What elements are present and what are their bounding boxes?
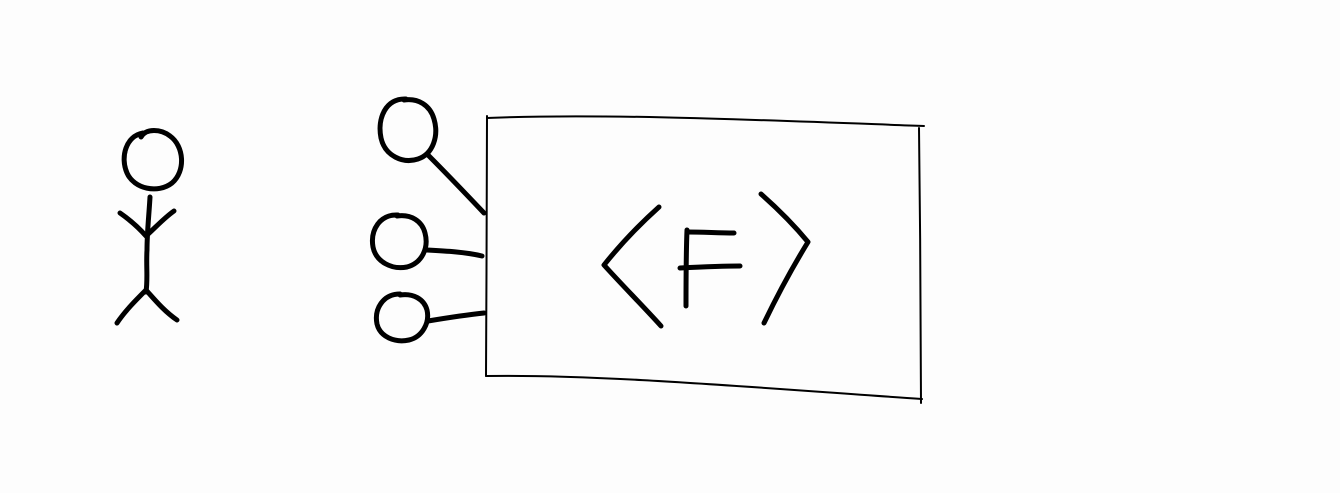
actor-head	[121, 128, 184, 192]
letter-f-top-bar	[684, 229, 737, 236]
port-circle-top	[377, 96, 439, 163]
port-stem-bottom	[425, 310, 487, 324]
actor-body	[143, 194, 153, 295]
actor-legs	[114, 287, 180, 326]
actor-arms	[117, 208, 177, 239]
box-top-edge	[486, 115, 925, 127]
port-circle-bottom	[373, 291, 431, 344]
box-left-edge	[485, 115, 488, 377]
letter-f-middle-bar	[677, 263, 743, 271]
port-circle-middle	[369, 212, 429, 271]
box-bottom-edge	[485, 374, 923, 400]
lollipop-port-middle	[369, 212, 485, 271]
port-stem-middle	[423, 247, 485, 259]
stick-figure-icon	[114, 128, 184, 326]
lollipop-port-bottom	[373, 291, 487, 344]
box-right-edge	[918, 127, 922, 404]
angle-bracket-f-icon	[601, 191, 811, 329]
port-stem-top	[425, 152, 487, 216]
component-box	[485, 115, 925, 404]
lollipop-port-top	[377, 96, 487, 216]
left-angle-bracket	[601, 204, 664, 329]
right-angle-bracket	[758, 191, 811, 326]
